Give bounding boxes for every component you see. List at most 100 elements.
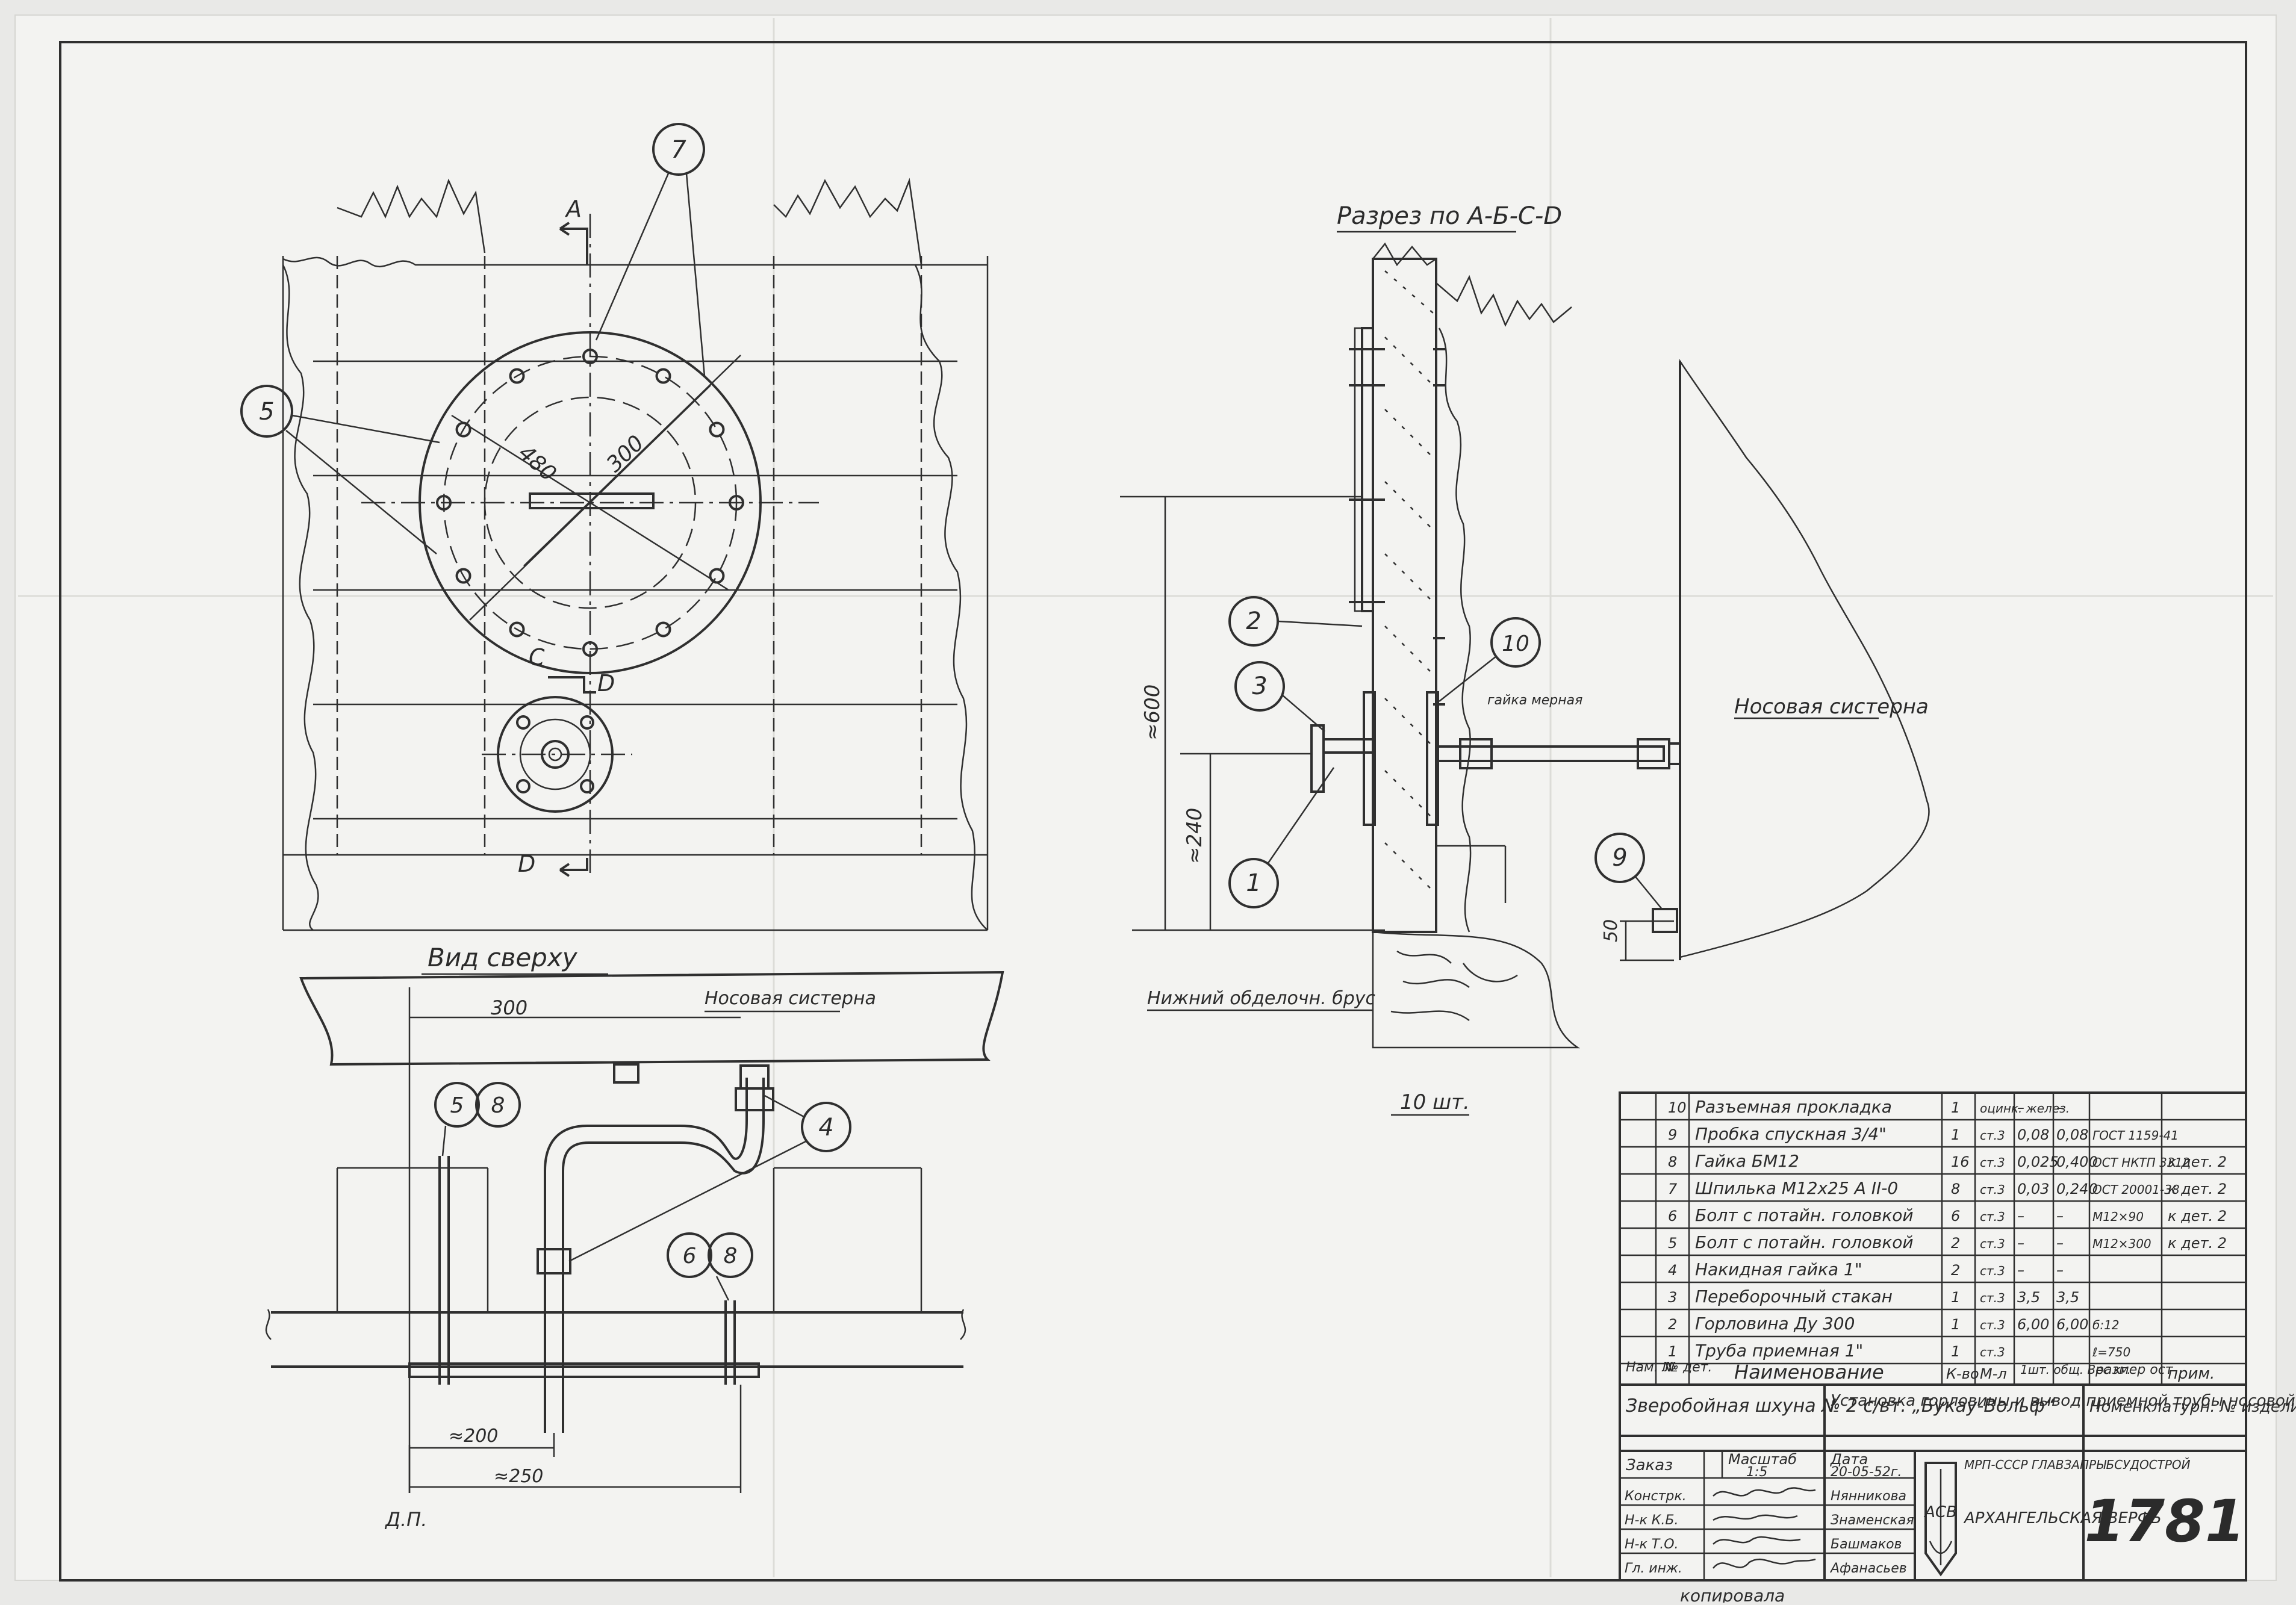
dim-600: ≈600 bbox=[1140, 685, 1165, 740]
bom-header: Нам. № № дет. Наименование К-во М-л 1шт.… bbox=[1626, 1360, 2215, 1383]
bom-cell-size: б:12 bbox=[2092, 1318, 2120, 1332]
callout-5-plan bbox=[240, 385, 293, 438]
title-block: Зверобойная шхуна № 2 с/вт. „Букау-Вольф… bbox=[1619, 1383, 2296, 1605]
bom-cell-name: Разъемная прокладка bbox=[1695, 1097, 1892, 1117]
bom-cell-pos: 7 bbox=[1668, 1181, 1678, 1197]
callout-6-top bbox=[667, 1232, 712, 1278]
role-4: Гл. инж. bbox=[1625, 1561, 1682, 1576]
svg-text:Наименование: Наименование bbox=[1734, 1361, 1884, 1383]
bolt-hole bbox=[515, 779, 530, 794]
section-title: Разрез по А-Б-С-D bbox=[1337, 202, 1562, 230]
section-mark-d-bottom: D bbox=[518, 851, 535, 877]
bom-cell-wt: 0,400 bbox=[2056, 1153, 2098, 1170]
top-view: Вид сверху Носовая систерна 300 ≈200 ≈2 bbox=[265, 943, 1004, 1531]
bolt-hole bbox=[582, 641, 598, 657]
name-2: Знаменская bbox=[1831, 1513, 1914, 1528]
svg-text:8: 8 bbox=[724, 1244, 738, 1268]
svg-text:размер ост: размер ост bbox=[2095, 1362, 2174, 1377]
flange-bolts bbox=[436, 349, 744, 657]
bom-cell-material: ст.3 bbox=[1980, 1209, 2005, 1224]
gasket-note: гайка мерная bbox=[1487, 693, 1582, 708]
svg-text:6: 6 bbox=[683, 1244, 697, 1268]
svg-text:1: 1 bbox=[1246, 869, 1261, 897]
qty-note: 10 шт. bbox=[1400, 1090, 1470, 1114]
bom-cell-pos: 1 bbox=[1668, 1343, 1677, 1360]
svg-text:9: 9 bbox=[1612, 844, 1627, 872]
svg-text:8: 8 bbox=[491, 1093, 505, 1118]
bom-cell-size: ГОСТ 1159-41 bbox=[2092, 1128, 2179, 1143]
manhole-flange bbox=[418, 331, 762, 674]
beam-label: Нижний обделочн. брус bbox=[1147, 988, 1376, 1009]
svg-text:М-л: М-л bbox=[1980, 1365, 2007, 1382]
copied-by: копировала bbox=[1680, 1586, 1785, 1603]
bom-cell-material: ст.3 bbox=[1980, 1291, 2005, 1305]
bom-cell-note: к дет. 2 bbox=[2168, 1153, 2227, 1170]
bolt-hole bbox=[580, 715, 595, 730]
bom-cell-wt: – bbox=[2056, 1262, 2064, 1279]
bom-cell-w1: 6,00 bbox=[2017, 1316, 2049, 1333]
manhole-handle bbox=[529, 492, 655, 509]
bom-cell-pos: 10 bbox=[1668, 1099, 1687, 1116]
bom-cell-pos: 6 bbox=[1668, 1208, 1677, 1225]
bom-cell-name: Труба приемная 1" bbox=[1695, 1341, 1863, 1361]
bom-cell-note: к дет. 2 bbox=[2168, 1181, 2227, 1197]
bolt-hole bbox=[509, 368, 525, 384]
bolt-hole bbox=[582, 349, 598, 364]
bom-cell-name: Накидная гайка 1" bbox=[1695, 1259, 1862, 1279]
bom-cell-pos: 2 bbox=[1668, 1316, 1677, 1333]
svg-text:5: 5 bbox=[259, 398, 274, 426]
bom-cell-wt: – bbox=[2056, 1099, 2064, 1116]
centerline-dp: Д.П. bbox=[384, 1508, 427, 1531]
tank-label: Носовая систерна bbox=[1734, 695, 1929, 719]
order-label: Заказ bbox=[1626, 1456, 1673, 1474]
bom-cell-wt: – bbox=[2056, 1208, 2064, 1225]
scale-value: 1:5 bbox=[1746, 1465, 1767, 1480]
shipyard-logo: АСВ bbox=[1923, 1462, 1957, 1577]
callout-3 bbox=[1234, 661, 1285, 712]
bolt-hole bbox=[515, 715, 530, 730]
section-mark-d: D bbox=[597, 670, 615, 697]
bom-cell-size: М12×300 bbox=[2092, 1237, 2151, 1251]
bom-cell-name: Болт с потайн. головкой bbox=[1695, 1232, 1914, 1252]
intake-pipe-top bbox=[544, 1078, 748, 1433]
bom-cell-qty: 1 bbox=[1951, 1126, 1960, 1143]
svg-text:К-во: К-во bbox=[1946, 1365, 1979, 1382]
bom-cell-material: ст.3 bbox=[1980, 1182, 2005, 1197]
role-1: Констрк. bbox=[1625, 1489, 1687, 1504]
section-mark-a: А bbox=[564, 196, 582, 222]
date-value: 20-05-52г. bbox=[1831, 1465, 1902, 1480]
bolt-hole bbox=[580, 779, 595, 794]
bom-cell-material: ст.3 bbox=[1980, 1128, 2005, 1143]
role-3: Н-к Т.О. bbox=[1625, 1537, 1679, 1552]
drawing-number: 1781 bbox=[2084, 1488, 2245, 1555]
bom-cell-size: ОСТ НКТП 3312 bbox=[2092, 1155, 2190, 1170]
bom-cell-w1: 3,5 bbox=[2017, 1289, 2040, 1306]
bom-cell-name: Переборочный стакан bbox=[1695, 1287, 1893, 1306]
bom-cell-qty: 1 bbox=[1951, 1316, 1960, 1333]
callout-1 bbox=[1228, 858, 1279, 908]
bom-cell-wt: 0,08 bbox=[2056, 1126, 2088, 1143]
svg-text:№ дет.: № дет. bbox=[1664, 1360, 1712, 1375]
dim-250: ≈250 bbox=[494, 1466, 543, 1487]
svg-text:5: 5 bbox=[450, 1093, 464, 1118]
bom-cell-name: Пробка спускная 3/4" bbox=[1695, 1124, 1887, 1144]
intake-pipe-section bbox=[1437, 745, 1665, 762]
tank-outline bbox=[1679, 358, 1930, 958]
callout-10 bbox=[1490, 617, 1541, 668]
bolt-hole bbox=[729, 495, 744, 511]
bom-cell-wt: – bbox=[2056, 1235, 2064, 1252]
bom-cell-name: Болт с потайн. головкой bbox=[1695, 1205, 1914, 1225]
bom-cell-pos: 5 bbox=[1668, 1235, 1677, 1252]
svg-text:АСВ: АСВ bbox=[1923, 1503, 1957, 1521]
callout-4 bbox=[801, 1102, 851, 1152]
callout-7 bbox=[652, 123, 705, 176]
bom-cell-size: ℓ=750 bbox=[2092, 1345, 2130, 1359]
